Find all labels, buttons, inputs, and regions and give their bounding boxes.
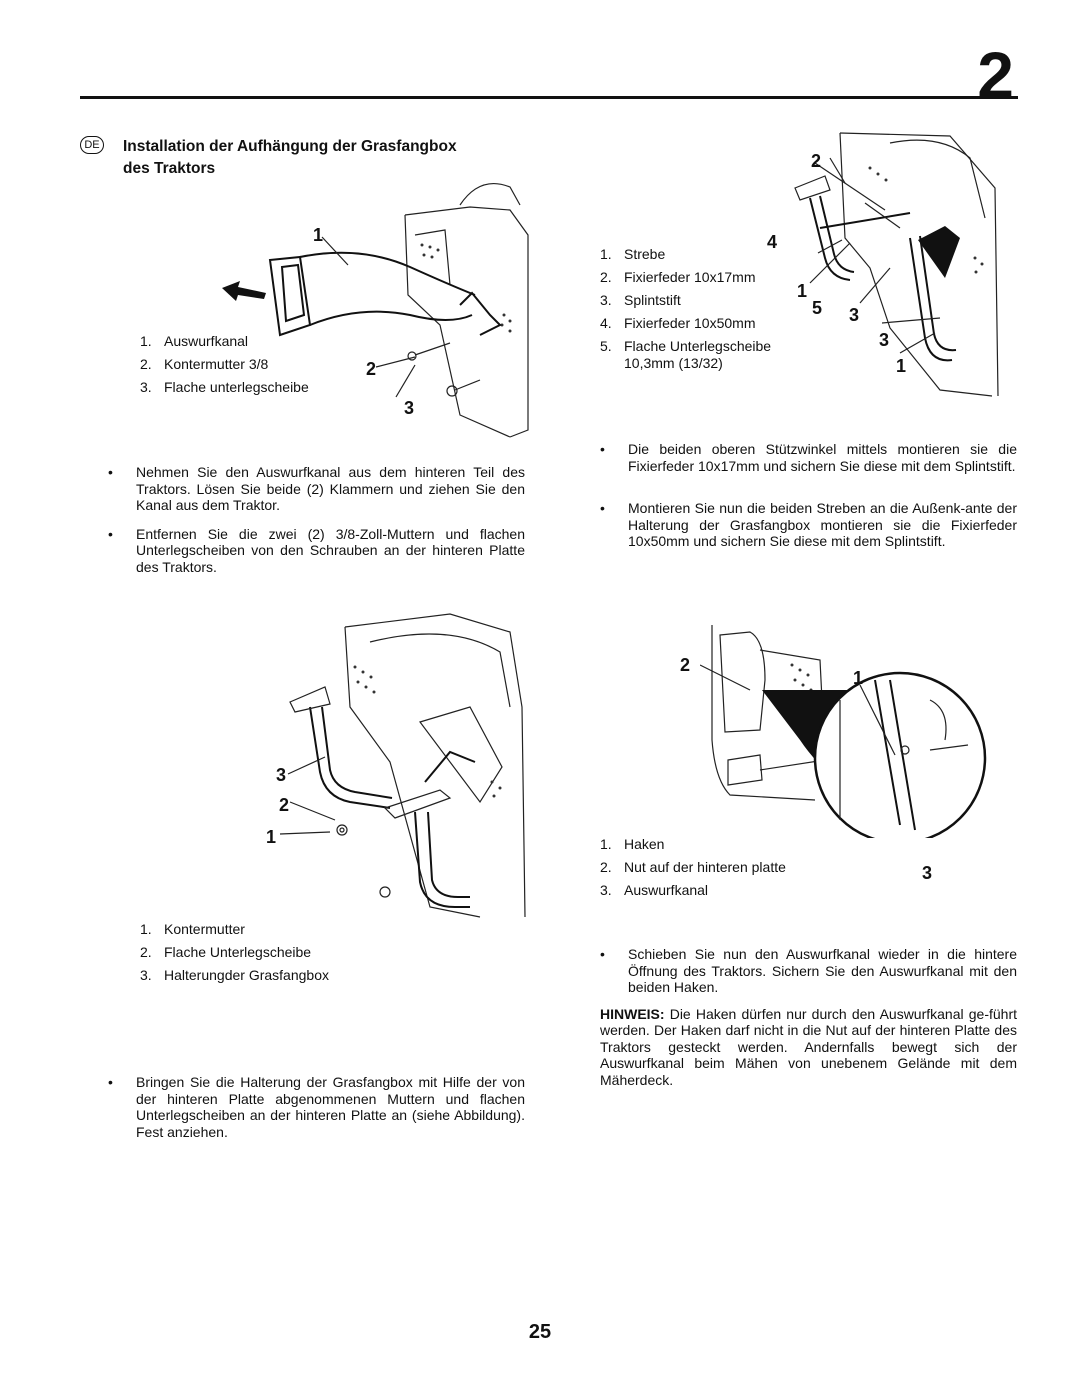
fig2-callout-3: 3 [276, 765, 287, 785]
fig1-callout-2: 2 [366, 359, 377, 379]
arrow-left-icon [222, 281, 266, 301]
header-rule [80, 96, 1018, 99]
legend-item: 3.Flache unterlegscheibe [140, 379, 309, 395]
section-title-line-2: des Traktors [123, 160, 216, 177]
fig4-callout-3: 3 [922, 863, 933, 883]
legend-item: 1.Kontermutter [140, 921, 245, 937]
figure-1-illustration [268, 183, 529, 438]
figure-3-illustration [794, 132, 999, 397]
section-title-line-1: Installation der Aufhängung der Grasfang… [123, 138, 457, 155]
fig3-callout-3b: 3 [879, 330, 890, 350]
figure-2-illustration [279, 613, 526, 918]
fig2-legend: 1.Kontermutter 2.Flache Unterlegscheibe … [140, 918, 329, 987]
fig3-callout-2: 2 [811, 151, 822, 171]
fig1-legend: 1.Auswurfkanal 2.Kontermutter 3/8 3.Flac… [140, 330, 309, 399]
language-badge: DE [80, 136, 104, 154]
legend-item: 3.Splintstift [600, 292, 681, 308]
instructions-right-2: •Schieben Sie nun den Auswurfkanal wiede… [600, 946, 1017, 1088]
bullet-item: •Entfernen Sie die zwei (2) 3/8-Zoll-Mut… [108, 525, 525, 575]
figure-4-illustration [700, 625, 987, 838]
page-number: 25 [528, 1321, 552, 1343]
instructions-right-1: •Die beiden oberen Stützwinkel mittels m… [600, 441, 1017, 550]
fig3-callout-4: 4 [767, 232, 778, 252]
legend-item: 4.Fixierfeder 10x50mm [600, 315, 756, 331]
legend-item: 2.Flache Unterlegscheibe [140, 944, 312, 960]
bullet-item: •Schieben Sie nun den Auswurfkanal wiede… [600, 946, 1017, 995]
fig3-callout-5: 5 [812, 298, 823, 318]
bullet-item: •Montieren Sie nun die beiden Streben an… [600, 500, 1017, 549]
fig4-legend: 1.Haken 2.Nut auf der hinteren platte 3.… [600, 833, 786, 902]
bullet-item: •Die beiden oberen Stützwinkel mittels m… [600, 441, 1017, 474]
fig3-legend: 1.Strebe 2.Fixierfeder 10x17mm 3.Splints… [600, 243, 771, 372]
legend-item: 1.Haken [600, 836, 665, 852]
note-paragraph: HINWEIS: Die Haken dürfen nur durch den … [600, 1006, 1017, 1089]
legend-item: 1.Auswurfkanal [140, 333, 249, 349]
bullet-item: •Nehmen Sie den Auswurfkanal aus dem hin… [108, 464, 525, 513]
instructions-left-2: •Bringen Sie die Halterung der Grasfangb… [108, 1074, 525, 1140]
note-text: Die Haken dürfen nur durch den Auswurfka… [600, 1005, 1017, 1088]
instructions-left-1: •Nehmen Sie den Auswurfkanal aus dem hin… [108, 464, 525, 575]
legend-item: 2.Kontermutter 3/8 [140, 356, 269, 372]
legend-item: 1.Strebe [600, 246, 666, 262]
bullet-item: •Bringen Sie die Halterung der Grasfangb… [108, 1074, 525, 1140]
fig2-callout-1: 1 [266, 827, 277, 847]
fig2-callout-2: 2 [279, 795, 290, 815]
legend-item: 3.Halterungder Grasfangbox [140, 967, 329, 983]
fig3-callout-1: 1 [797, 281, 808, 301]
legend-item: 3.Auswurfkanal [600, 882, 709, 898]
fig1-callout-3: 3 [404, 398, 415, 418]
fig4-callout-2: 2 [680, 655, 691, 675]
fig1-callout-1: 1 [313, 225, 324, 245]
fig3-callout-3a: 3 [849, 305, 860, 325]
legend-item: 2.Fixierfeder 10x17mm [600, 269, 756, 285]
section-title: Installation der Aufhängung der Grasfang… [123, 136, 457, 180]
note-label: HINWEIS: [600, 1005, 665, 1022]
legend-item: 2.Nut auf der hinteren platte [600, 859, 786, 875]
fig3-callout-1b: 1 [896, 356, 907, 376]
fig4-callout-1: 1 [853, 668, 864, 688]
